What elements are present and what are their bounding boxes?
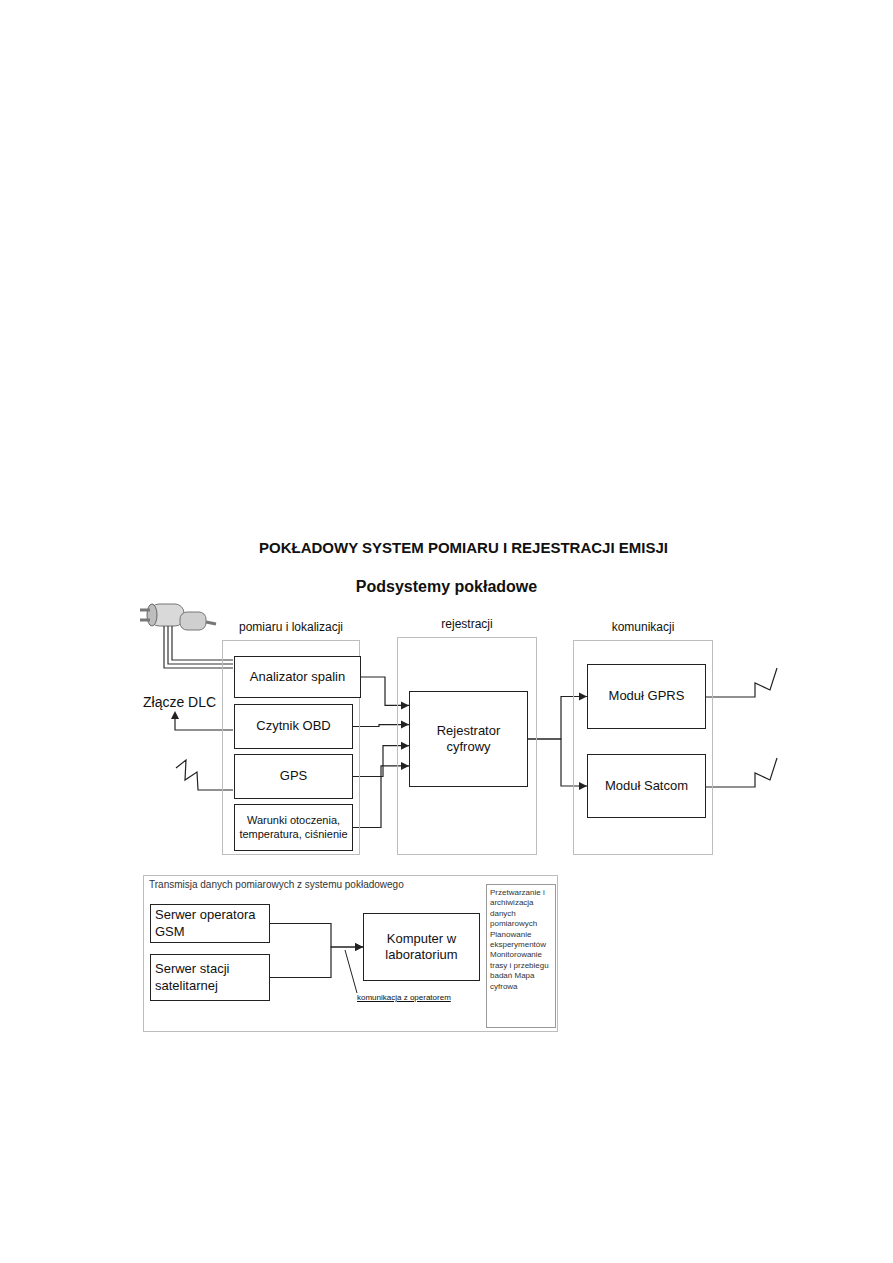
connector-arrow xyxy=(270,943,363,978)
box-label: Warunki otoczenia, temperatura, ciśnieni… xyxy=(239,814,348,842)
process-box: Moduł Satcom xyxy=(587,754,706,818)
process-box: Warunki otoczenia, temperatura, ciśnieni… xyxy=(234,804,353,851)
box-label: GPS xyxy=(280,768,307,784)
radio-antenna xyxy=(705,668,777,787)
box-label: Serwer operatora GSM xyxy=(155,907,265,940)
box-label: Serwer stacji satelitarnej xyxy=(155,961,265,994)
process-box: GPS xyxy=(234,754,353,799)
box-label: Analizator spalin xyxy=(250,669,345,685)
group-heading: rejestracji xyxy=(388,617,546,631)
connector-arrow xyxy=(353,762,409,828)
group-heading: pomiaru i lokalizacji xyxy=(213,620,369,634)
dlc-lead xyxy=(171,711,233,730)
box-label: Przetwarzanie i archiwizacja danych pomi… xyxy=(490,888,552,992)
text-label: Złącze DLC xyxy=(143,694,216,710)
box-label: Rejestrator cyfrowy xyxy=(414,723,523,756)
process-box: Serwer stacji satelitarnej xyxy=(150,954,270,1001)
leader-line xyxy=(345,950,357,993)
muffler-illustration xyxy=(140,604,216,630)
text-label: Podsystemy pokładowe xyxy=(0,578,893,596)
connector-arrow xyxy=(361,677,409,709)
process-box: Rejestrator cyfrowy xyxy=(409,691,528,787)
box-label: Moduł Satcom xyxy=(605,778,688,794)
process-box: Czytnik OBD xyxy=(234,704,353,749)
process-box: Analizator spalin xyxy=(234,656,361,698)
group-heading: komunikacji xyxy=(564,620,722,634)
box-label: Komputer w laboratorium xyxy=(368,931,475,964)
group-heading: Transmisja danych pomiarowych z systemu … xyxy=(149,879,404,890)
group-box: Transmisja danych pomiarowych z systemu … xyxy=(143,875,558,1032)
gps-antenna xyxy=(176,760,233,790)
connector-arrow xyxy=(353,721,409,729)
process-box: Moduł GPRS xyxy=(587,664,706,729)
note-box: Przetwarzanie i archiwizacja danych pomi… xyxy=(486,884,556,1028)
text-label: komunikacja z operatorem xyxy=(357,993,451,1002)
group-box: pomiaru i lokalizacjiAnalizator spalinCz… xyxy=(222,640,360,855)
box-label: Moduł GPRS xyxy=(609,688,685,704)
diagram-title: POKŁADOWY SYSTEM POMIARU I REJESTRACJI E… xyxy=(0,539,893,556)
process-box: Komputer w laboratorium xyxy=(363,913,480,981)
group-box: rejestracjiRejestrator cyfrowy xyxy=(397,637,537,855)
group-box: komunikacjiModuł GPRSModuł Satcom xyxy=(573,640,713,855)
process-box: Serwer operatora GSM xyxy=(150,904,270,943)
box-label: Czytnik OBD xyxy=(256,718,330,734)
